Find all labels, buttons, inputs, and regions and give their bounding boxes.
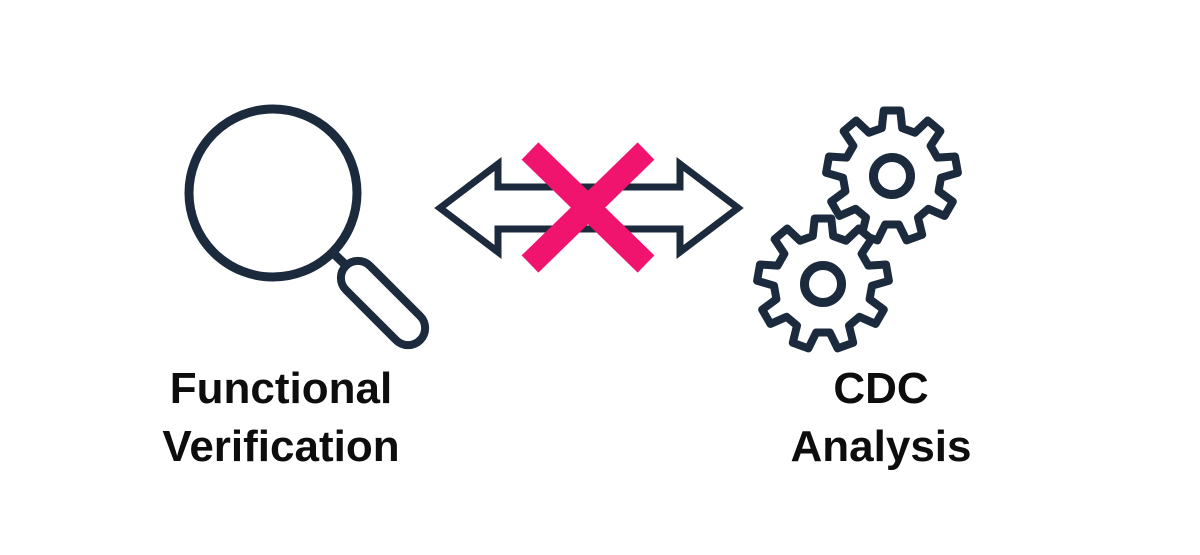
- left-label: Functional Verification: [51, 360, 511, 476]
- right-label-line1: CDC: [833, 364, 929, 413]
- right-label-line2: Analysis: [790, 422, 972, 471]
- gear-top-hub: [869, 153, 915, 199]
- gears-icon: [753, 106, 962, 353]
- right-label: CDC Analysis: [651, 360, 1111, 476]
- magnifier-lens: [184, 104, 362, 282]
- left-label-line2: Verification: [162, 422, 400, 471]
- magnifier-icon: [184, 104, 430, 350]
- gear-top: [822, 106, 962, 245]
- gear-bottom: [753, 214, 893, 353]
- gear-bottom-hub: [800, 261, 846, 307]
- crossout-x-stroke-2: [521, 142, 655, 273]
- crossout-x-icon: [521, 142, 655, 273]
- magnifier-handle: [336, 256, 430, 350]
- left-label-line1: Functional: [169, 364, 393, 413]
